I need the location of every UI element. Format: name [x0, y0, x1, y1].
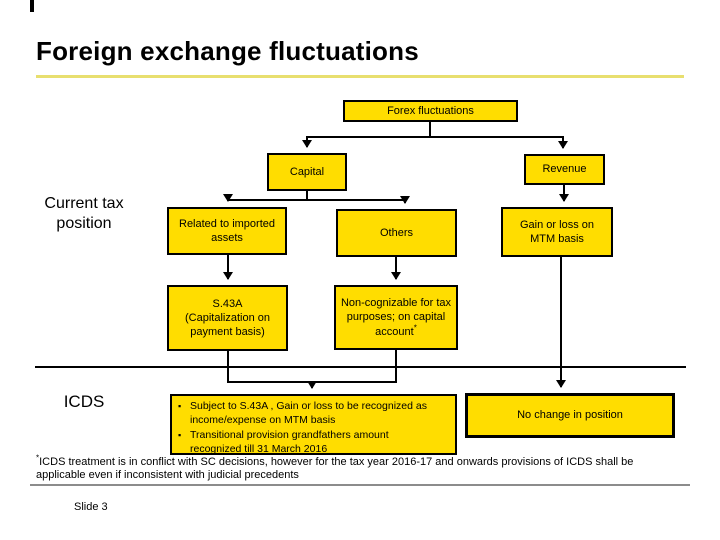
node-gain-loss-mtm: Gain or loss on MTM basis — [501, 207, 613, 257]
node-related-imported-assets: Related to imported assets — [167, 207, 287, 255]
slide-edge-tick — [30, 0, 34, 12]
node-no-change: No change in position — [465, 393, 675, 438]
node-capital: Capital — [267, 153, 347, 191]
node-label: Forex fluctuations — [387, 104, 474, 117]
bullet-text: Transitional provision grandfathers amou… — [190, 428, 389, 455]
node-label: Non-cognizable for tax purposes; on capi… — [340, 297, 452, 338]
footnote-marker: * — [36, 453, 40, 463]
node-others: Others — [336, 209, 457, 257]
footnote-text: ICDS treatment is in conflict with SC de… — [36, 456, 634, 481]
node-label: Related to imported assets — [179, 217, 275, 244]
row-label-icds: ICDS — [63, 392, 105, 411]
row-separator — [35, 366, 686, 368]
node-revenue: Revenue — [524, 154, 605, 185]
footnote: *ICDS treatment is in conflict with SC d… — [36, 453, 656, 482]
node-forex-fluctuations: Forex fluctuations — [343, 100, 518, 122]
bullet-list: Subject to S.43A , Gain or loss to be re… — [176, 400, 441, 457]
node-non-cognizable: Non-cognizable for tax purposes; on capi… — [334, 285, 458, 350]
row-label-current-tax-position: Current tax position — [44, 195, 124, 232]
node-label: Revenue — [542, 163, 587, 176]
node-label: Gain or loss on MTM basis — [520, 218, 594, 245]
node-icds-bullets: Subject to S.43A , Gain or loss to be re… — [170, 394, 457, 455]
list-item: Transitional provision grandfathers amou… — [176, 429, 441, 457]
footnote-marker: * — [413, 322, 417, 332]
node-label: S.43A (Capitalization on payment basis) — [185, 297, 270, 339]
title-underline — [36, 75, 684, 78]
bullet-text: Subject to S.43A , Gain or loss to be re… — [190, 400, 427, 426]
footer-rule — [30, 484, 690, 486]
node-label: Capital — [289, 165, 325, 178]
node-label: Others — [379, 226, 413, 239]
slide-number: Slide 3 — [74, 501, 108, 513]
node-s43a: S.43A (Capitalization on payment basis) — [167, 285, 288, 351]
page-title: Foreign exchange fluctuations — [36, 36, 419, 66]
list-item: Subject to S.43A , Gain or loss to be re… — [176, 400, 441, 428]
node-label: No change in position — [517, 409, 623, 422]
